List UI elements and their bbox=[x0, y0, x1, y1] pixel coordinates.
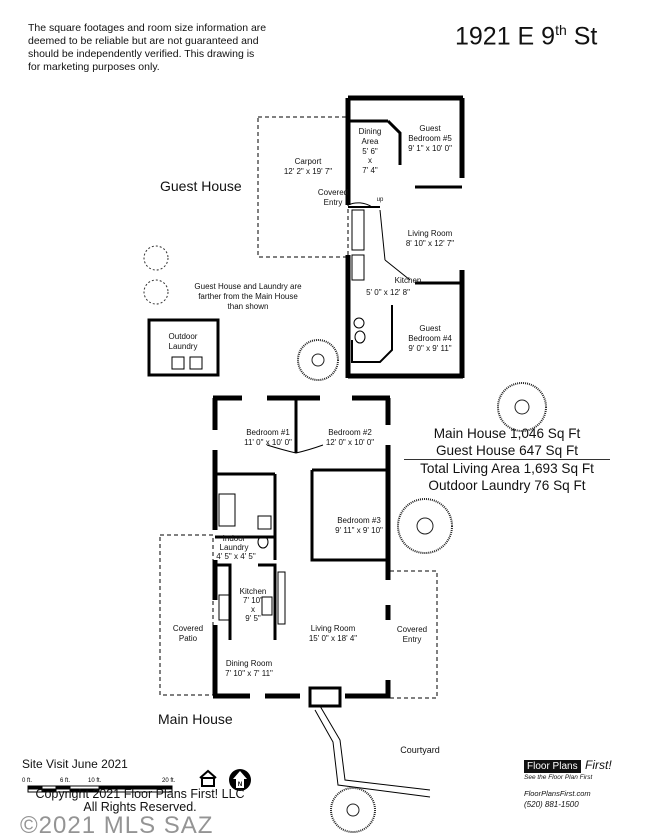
equal-housing-icon bbox=[199, 769, 217, 787]
area-summary: Main House 1,046 Sq Ft Guest House 647 S… bbox=[402, 425, 612, 494]
bedroom2-label: Bedroom #2 bbox=[328, 428, 372, 437]
outdoor-laundry-label: Outdoor bbox=[169, 332, 198, 341]
site-visit: Site Visit June 2021 bbox=[22, 757, 128, 771]
main-house-area: Main House 1,046 Sq Ft bbox=[433, 426, 581, 441]
tree-icon bbox=[330, 787, 376, 833]
main-house-plan bbox=[159, 395, 438, 798]
logo-first: First! bbox=[585, 758, 612, 772]
distance-note-2: farther from the Main House bbox=[198, 292, 298, 301]
main-covered-entry-label: Covered bbox=[397, 625, 427, 634]
guest-living-dims: 8' 10" x 12' 7" bbox=[406, 239, 454, 248]
scale-label-0: 0 ft. bbox=[22, 778, 32, 784]
kitchen-label: Kitchen bbox=[240, 587, 267, 596]
shrub-icon bbox=[143, 245, 169, 271]
bedroom1-dims: 11' 0" x 10' 0" bbox=[244, 438, 292, 447]
up-label: up bbox=[377, 197, 384, 203]
bedroom2-dims: 12' 0" x 10' 0" bbox=[326, 438, 374, 447]
guest-bedroom5-label: Guest bbox=[419, 124, 441, 133]
main-covered-entry-label-2: Entry bbox=[403, 635, 422, 644]
logo-box: Floor Plans bbox=[524, 760, 581, 773]
guest-house-plan bbox=[257, 95, 465, 379]
guest-bedroom5-dims: 9' 1" x 10' 0" bbox=[408, 144, 452, 153]
bedroom3-label: Bedroom #3 bbox=[337, 516, 381, 525]
divider bbox=[404, 459, 610, 460]
total-living-area: Total Living Area 1,693 Sq Ft bbox=[420, 461, 594, 476]
covered-patio-outline bbox=[159, 534, 214, 696]
guest-kitchen-label: Kitchen bbox=[395, 276, 422, 285]
logo-tagline: See the Floor Plan First bbox=[524, 774, 593, 781]
scale-label-6: 6 ft. bbox=[60, 778, 70, 784]
indoor-laundry-label-2: Laundry bbox=[220, 543, 249, 552]
guest-living-label: Living Room bbox=[408, 229, 453, 238]
guest-house-title: Guest House bbox=[160, 178, 242, 194]
covered-patio-label: Covered bbox=[173, 624, 203, 633]
main-house-labels: Bedroom #1 11' 0" x 10' 0" Bedroom #2 12… bbox=[158, 428, 440, 755]
address-suffix: th bbox=[555, 22, 567, 38]
dining-area-label-2: Area bbox=[362, 137, 379, 146]
dining-area-x: x bbox=[368, 156, 372, 165]
main-house-title: Main House bbox=[158, 711, 233, 727]
indoor-laundry-dims: 4' 5" x 4' 5" bbox=[216, 552, 256, 561]
guest-bedroom4-label-2: Bedroom #4 bbox=[408, 334, 452, 343]
scale-bar bbox=[27, 785, 173, 793]
courtyard-label: Courtyard bbox=[400, 745, 440, 755]
copyright-line-2: All Rights Reserved. bbox=[83, 800, 197, 814]
logo-website: FloorPlansFirst.com bbox=[524, 789, 591, 798]
north-arrow-icon: N bbox=[229, 769, 251, 791]
north-label: N bbox=[238, 782, 242, 788]
carport-dims: 12' 2" x 19' 7" bbox=[284, 167, 332, 176]
scale-label-20: 20 ft. bbox=[162, 778, 176, 784]
living-room-dims: 15' 0" x 18' 4" bbox=[309, 634, 357, 643]
address-street: St bbox=[566, 22, 598, 51]
carport-label: Carport bbox=[295, 157, 322, 166]
distance-note-1: Guest House and Laundry are bbox=[194, 282, 302, 291]
address-number: 1921 E 9 bbox=[455, 22, 556, 51]
guest-house-area: Guest House 647 Sq Ft bbox=[435, 443, 579, 458]
tree-icon bbox=[497, 382, 547, 432]
indoor-laundry-label: Indoor bbox=[223, 534, 246, 543]
guest-bedroom4-dims: 9' 0" x 9' 11" bbox=[408, 344, 451, 353]
shrub-icon bbox=[143, 279, 169, 305]
covered-entry-outline bbox=[390, 570, 438, 699]
guest-house-labels: Dining Area 5' 6" x 7' 4" Guest Bedroom … bbox=[160, 124, 454, 353]
dining-area-label: Dining bbox=[359, 127, 382, 136]
logo-phone: (520) 881-1500 bbox=[524, 800, 579, 809]
tree-icon bbox=[397, 498, 453, 554]
floor-plans-first-logo: Floor Plans First! See the Floor Plan Fi… bbox=[524, 756, 612, 809]
dining-area-dim-2: 7' 4" bbox=[362, 166, 378, 175]
tree-icon bbox=[297, 339, 339, 381]
copyright: Copyright 2021 Floor Plans First! LLC Al… bbox=[20, 788, 260, 814]
bedroom1-label: Bedroom #1 bbox=[246, 428, 290, 437]
dining-room-label: Dining Room bbox=[226, 659, 273, 668]
kitchen-dim-2: 9' 5" bbox=[245, 614, 261, 623]
outdoor-laundry bbox=[147, 318, 220, 377]
dining-area-dim-1: 5' 6" bbox=[362, 147, 378, 156]
dining-room-dims: 7' 10" x 7' 11" bbox=[225, 669, 273, 678]
guest-bedroom5-label-2: Bedroom #5 bbox=[408, 134, 452, 143]
distance-note-3: than shown bbox=[228, 302, 269, 311]
kitchen-dim-1: 7' 10" bbox=[243, 596, 263, 605]
copyright-line-1: Copyright 2021 Floor Plans First! LLC bbox=[35, 787, 245, 801]
outdoor-laundry-area: Outdoor Laundry 76 Sq Ft bbox=[428, 478, 586, 493]
guest-bedroom4-label: Guest bbox=[419, 324, 441, 333]
carport-outline bbox=[257, 116, 349, 258]
bedroom3-dims: 9' 11" x 9' 10" bbox=[335, 526, 383, 535]
living-room-label: Living Room bbox=[311, 624, 356, 633]
mls-watermark: ©2021 MLS SAZ bbox=[20, 812, 214, 839]
kitchen-x: x bbox=[251, 605, 255, 614]
guest-covered-entry-label-2: Entry bbox=[324, 198, 343, 207]
outdoor-laundry-label-2: Laundry bbox=[169, 342, 198, 351]
scale-label-10: 10 ft. bbox=[88, 778, 102, 784]
guest-covered-entry-label: Covered bbox=[318, 188, 348, 197]
covered-patio-label-2: Patio bbox=[179, 634, 198, 643]
disclaimer: The square footages and room size inform… bbox=[28, 22, 267, 73]
guest-kitchen-dims: 5' 0" x 12' 8" bbox=[366, 288, 410, 297]
property-address: 1921 E 9th St bbox=[455, 22, 597, 51]
